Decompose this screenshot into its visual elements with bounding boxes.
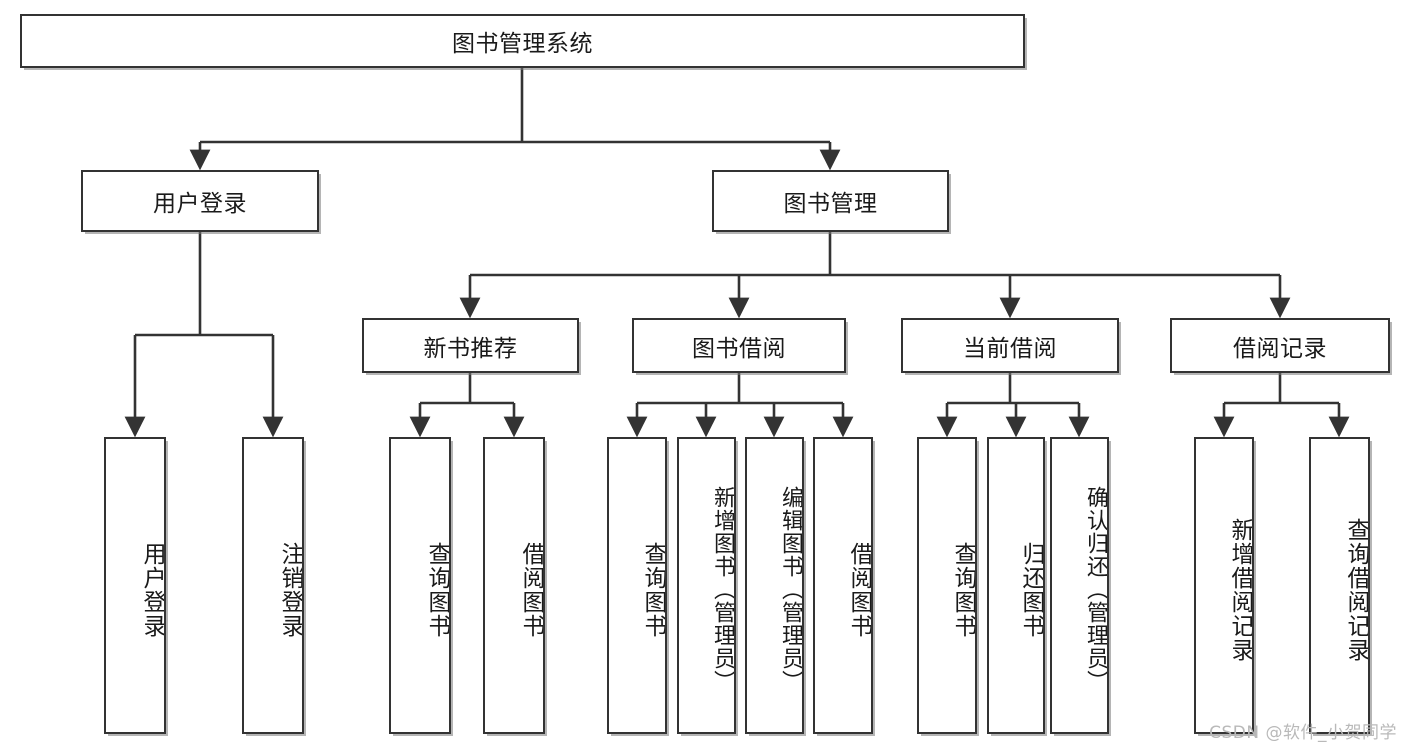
- node-new-book-rec-label: 新书推荐: [423, 335, 518, 362]
- csdn-watermark: CSDN @软件_小贺同学: [1209, 723, 1397, 743]
- node-root-label: 图书管理系统: [452, 31, 593, 57]
- node-new-book-rec[interactable]: 新书推荐: [362, 318, 579, 373]
- leaf-rec-query-book-label: 查询图书: [424, 541, 450, 638]
- node-current-borrow[interactable]: 当前借阅: [901, 318, 1119, 373]
- node-user-login[interactable]: 用户登录: [81, 170, 319, 232]
- node-book-borrow-label: 图书借阅: [692, 335, 786, 362]
- leaf-user-login-label: 用户登录: [139, 541, 165, 638]
- leaf-rec-borrow-book[interactable]: 借阅图书: [483, 437, 545, 734]
- node-root[interactable]: 图书管理系统: [20, 14, 1025, 68]
- leaf-cb-confirm-return-label: 确认归还（管理员）: [1083, 486, 1108, 693]
- node-user-login-label: 用户登录: [153, 191, 247, 217]
- node-book-manage[interactable]: 图书管理: [712, 170, 949, 232]
- leaf-bb-edit-book-label: 编辑图书（管理员）: [778, 486, 803, 693]
- leaf-bb-borrow-book[interactable]: 借阅图书: [813, 437, 873, 734]
- node-book-borrow[interactable]: 图书借阅: [632, 318, 846, 373]
- leaf-cb-return-book[interactable]: 归还图书: [987, 437, 1045, 734]
- leaf-bb-query-book-label: 查询图书: [640, 541, 666, 638]
- leaf-rec-borrow-book-label: 借阅图书: [518, 541, 544, 638]
- leaf-bb-edit-book[interactable]: 编辑图书（管理员）: [745, 437, 804, 734]
- node-borrow-record-label: 借阅记录: [1233, 335, 1327, 362]
- leaf-logout-login[interactable]: 注销登录: [242, 437, 304, 734]
- node-book-manage-label: 图书管理: [783, 191, 878, 217]
- leaf-cb-confirm-return[interactable]: 确认归还（管理员）: [1050, 437, 1109, 734]
- leaf-br-query-record-label: 查询借阅记录: [1343, 517, 1369, 662]
- leaf-cb-query-book-label: 查询图书: [950, 541, 976, 638]
- node-borrow-record[interactable]: 借阅记录: [1170, 318, 1390, 373]
- leaf-bb-add-book-label: 新增图书（管理员）: [710, 486, 735, 693]
- leaf-user-login[interactable]: 用户登录: [104, 437, 166, 734]
- leaf-bb-add-book[interactable]: 新增图书（管理员）: [677, 437, 736, 734]
- leaf-logout-login-label: 注销登录: [277, 541, 303, 638]
- leaf-br-add-record[interactable]: 新增借阅记录: [1194, 437, 1254, 734]
- leaf-cb-return-book-label: 归还图书: [1018, 541, 1044, 638]
- leaf-bb-query-book[interactable]: 查询图书: [607, 437, 667, 734]
- leaf-bb-borrow-book-label: 借阅图书: [846, 541, 872, 638]
- node-current-borrow-label: 当前借阅: [963, 335, 1057, 362]
- leaf-br-query-record[interactable]: 查询借阅记录: [1309, 437, 1370, 734]
- leaf-cb-query-book[interactable]: 查询图书: [917, 437, 977, 734]
- leaf-rec-query-book[interactable]: 查询图书: [389, 437, 451, 734]
- leaf-br-add-record-label: 新增借阅记录: [1227, 517, 1253, 662]
